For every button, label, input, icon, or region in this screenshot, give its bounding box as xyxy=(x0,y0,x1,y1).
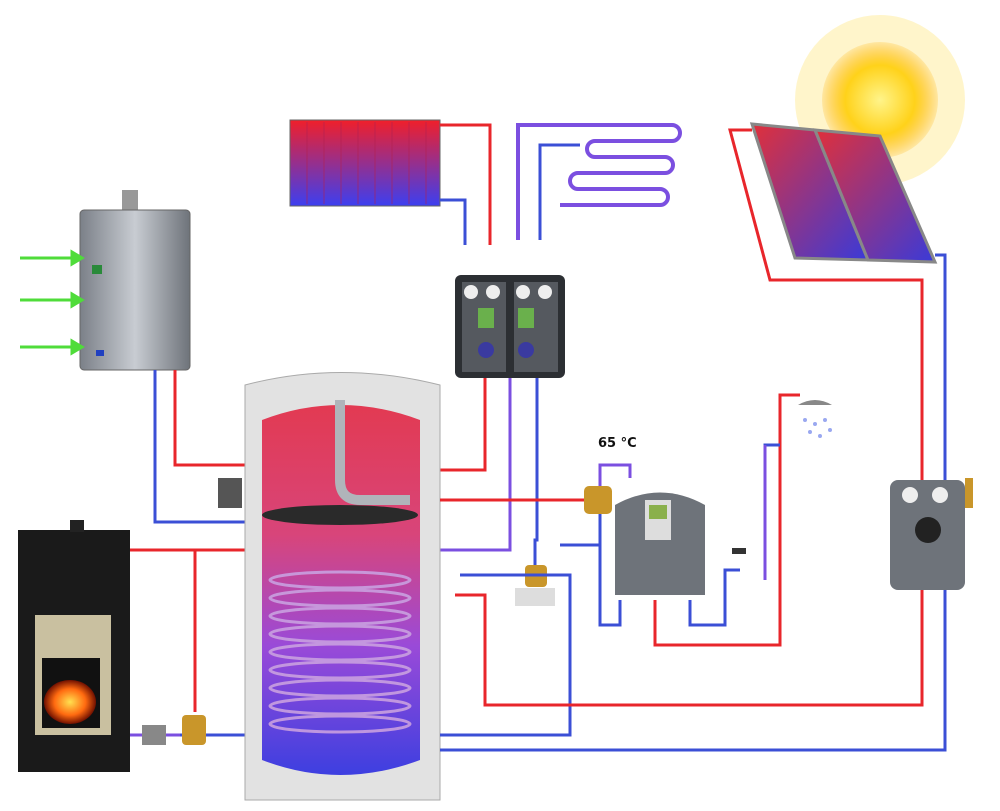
pipe-heating-return-mixed xyxy=(440,378,512,552)
mixing-valve xyxy=(182,715,206,745)
mixing-valve-dhw xyxy=(584,486,612,514)
floor-heating-coil xyxy=(516,123,682,240)
pipe-floor-return xyxy=(538,143,580,240)
solar-collectors xyxy=(749,122,938,264)
pipe-dhw-loop xyxy=(598,463,632,490)
pipe-radiator-return xyxy=(440,198,467,245)
fresh-water-station xyxy=(615,492,705,595)
pipe-boiler-supply xyxy=(173,370,245,467)
heating-pump-station xyxy=(455,275,565,378)
wood-stove xyxy=(18,520,130,772)
shower-icon xyxy=(798,400,832,438)
gas-inlet-arrows xyxy=(20,249,85,356)
gas-boiler xyxy=(79,190,191,371)
radiator xyxy=(289,119,441,207)
solar-pump-station xyxy=(890,478,973,590)
pipe-coil-return xyxy=(440,573,572,737)
pipe-heating-return xyxy=(533,378,539,570)
tap-icon xyxy=(732,548,746,554)
pump-icon xyxy=(142,725,166,745)
pipe-tank-heating-supply xyxy=(440,378,487,472)
storage-tank xyxy=(218,372,441,801)
pipe-radiator-supply xyxy=(440,123,492,245)
pipe-stove-supply xyxy=(130,548,245,712)
pipe-hot-water-out xyxy=(653,393,800,647)
temperature-label: 65 °C xyxy=(598,436,637,451)
diverter-valve xyxy=(515,565,555,606)
pipe-boiler-return xyxy=(153,370,245,524)
